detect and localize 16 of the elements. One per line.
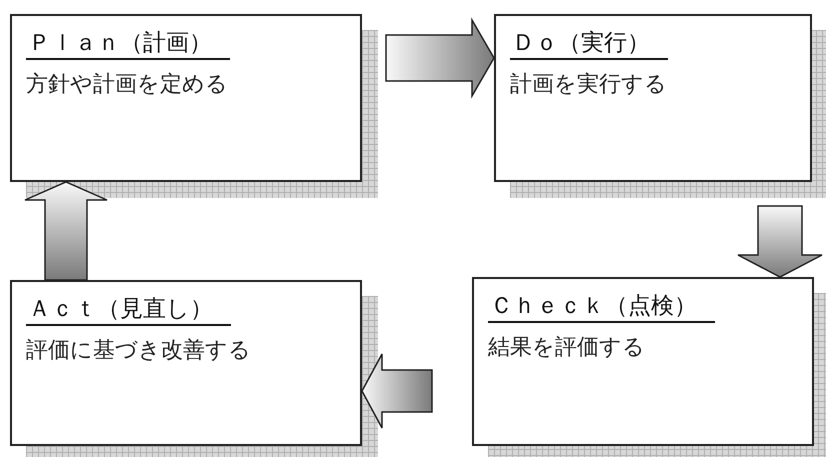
- block-arrow: [24, 181, 108, 281]
- step-heading: Ｄｏ（実行）: [510, 28, 668, 60]
- process-box: [10, 280, 362, 446]
- step-description: 評価に基づき改善する: [26, 337, 252, 365]
- block-arrow: [385, 17, 495, 99]
- block-arrow: [737, 205, 823, 278]
- step-heading: Ｃｈｅｃｋ（点検）: [488, 291, 715, 323]
- step-heading: Ｐｌａｎ（計画）: [26, 28, 230, 60]
- step-description: 計画を実行する: [510, 71, 668, 99]
- process-box: [494, 14, 812, 182]
- step-description: 結果を評価する: [488, 334, 646, 362]
- process-box: [10, 14, 362, 182]
- process-box: [472, 277, 814, 446]
- step-description: 方針や計画を定める: [26, 71, 229, 99]
- block-arrow: [361, 353, 433, 429]
- step-heading: Ａｃｔ（見直し）: [26, 294, 231, 326]
